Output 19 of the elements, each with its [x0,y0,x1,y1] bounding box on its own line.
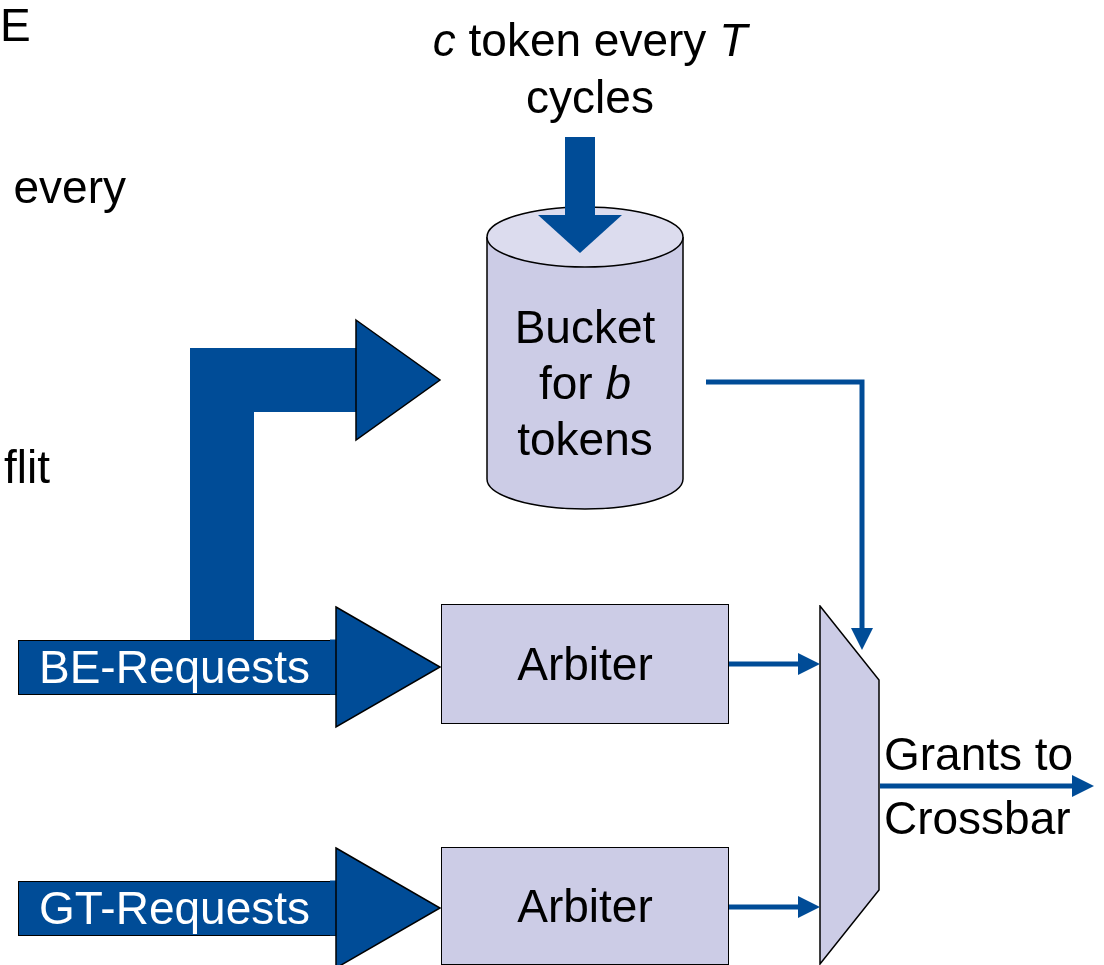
box-label: Arbiter [517,636,653,692]
box-label: Arbiter [517,878,653,934]
token-rate-text: c token every T cycles [431,13,750,125]
slide-text: E [0,0,31,53]
slide-text: flit [4,440,50,495]
slide-text: every [13,160,126,215]
arrow [729,653,820,675]
block-arrow [330,847,441,965]
arrow [706,379,873,650]
block-arrow [190,319,441,640]
arbiter-box [441,604,729,724]
arbiter-box [441,847,729,965]
arrow [880,775,1094,797]
block-arrow [330,606,441,728]
arrow [729,896,820,918]
edge-label: Grants to Crossbar [884,727,1075,846]
arrow-label: BE-Requests [39,640,310,696]
arrow-label: GT-Requests [39,881,310,937]
bucket-label: Bucket for b tokens [513,299,657,468]
